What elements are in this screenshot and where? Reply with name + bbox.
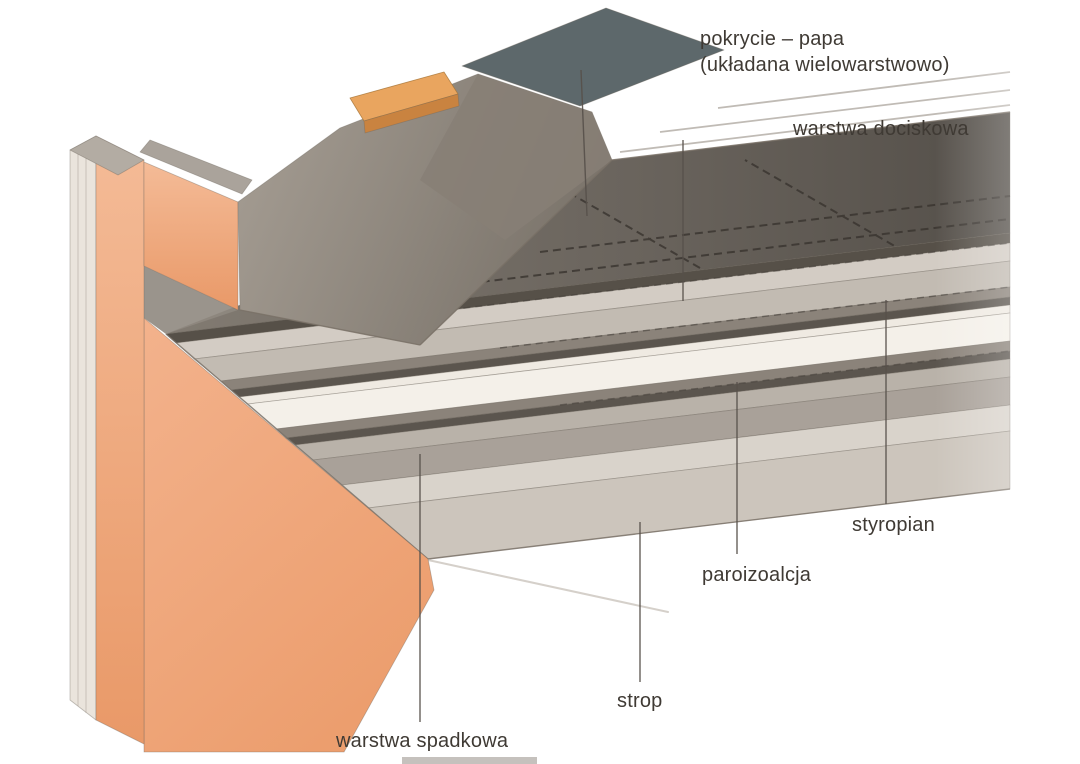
wall-side-hatch-lines <box>77 141 87 713</box>
label-strop: strop <box>617 690 663 712</box>
layer-ends-at-wall <box>144 266 238 334</box>
wall-side-face <box>69 135 97 721</box>
parapet-cap-strip <box>139 139 253 195</box>
parapet-assembly <box>139 7 1011 346</box>
label-pokrycie-papa: pokrycie – papa (układana wielowarstwowo… <box>700 26 950 79</box>
parapet-cut-face <box>143 161 239 311</box>
page-edge-artifact <box>402 757 537 764</box>
label-paroizolacja: paroizoalcja <box>702 564 812 586</box>
parapet-fold-edges <box>239 159 613 346</box>
leader-line-pokrycie <box>580 69 588 217</box>
wall-top-cap <box>69 135 145 176</box>
sketch-extension-line <box>427 559 669 613</box>
label-pokrycie-line1: pokrycie – papa <box>700 28 845 50</box>
papa-seam-dashes <box>429 159 1011 289</box>
wall <box>69 135 435 753</box>
strop-bottom-edge <box>427 488 1011 560</box>
wood-plank-front <box>363 93 460 134</box>
right-fade <box>935 0 1080 764</box>
label-styropian: styropian <box>852 514 935 536</box>
roof-deck-teal-plane <box>461 7 725 107</box>
label-warstwa-dociskowa: warstwa dociskowa <box>793 118 969 140</box>
annotation-lines <box>419 69 887 722</box>
wall-front-face <box>95 135 145 745</box>
parapet-upstand-face <box>420 74 612 240</box>
label-warstwa-spadkowa: warstwa spadkowa <box>336 730 509 752</box>
label-pokrycie-line2: (układana wielowarstwowo) <box>700 54 950 77</box>
stack-cut-edge <box>165 333 429 560</box>
